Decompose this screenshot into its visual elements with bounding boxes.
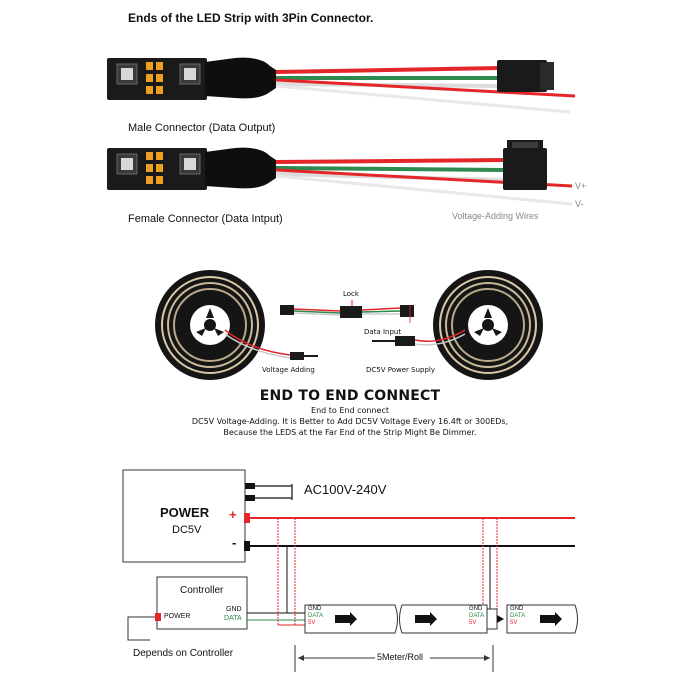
end-to-end-line3: Because the LEDS at the Far End of the S… [223, 428, 477, 437]
right-reel [433, 270, 543, 380]
controller-power-port: POWER [164, 613, 191, 620]
dc5v-supply-label: DC5V Power Supply [366, 366, 435, 374]
controller-data-label: DATA [224, 615, 242, 622]
strip2-data: DATA [469, 613, 485, 619]
minus-label: - [232, 535, 237, 550]
male-connector-illustration [107, 57, 576, 114]
strip3-5v: 5V [510, 620, 518, 626]
end-to-end-heading: END TO END CONNECT [259, 388, 441, 404]
v-minus-label: V- [575, 199, 584, 209]
strip3-gnd: GND [510, 606, 524, 612]
strip2-5v: 5V [469, 620, 477, 626]
left-reel [155, 270, 265, 380]
female-connector-label: Female Connector (Data Intput) [128, 213, 283, 225]
controller-gnd-label: GND [226, 606, 242, 613]
strip2-pins: GND DATA 5V [469, 606, 484, 627]
strip1-pins: GND DATA 5V [308, 606, 323, 627]
strip3-pins: GND DATA 5V [510, 606, 525, 627]
wiring-diagram [122, 469, 578, 672]
page-title: Ends of the LED Strip with 3Pin Connecto… [128, 11, 374, 25]
voltage-adding-label: Voltage Adding [262, 366, 315, 374]
end-to-end-wires [224, 300, 466, 360]
power-title: POWER [160, 505, 210, 520]
end-to-end-line2: DC5V Voltage-Adding. It is Better to Add… [191, 417, 509, 426]
controller-title: Controller [180, 585, 224, 596]
power-subtitle: DC5V [172, 524, 202, 536]
voltage-wires-label: Voltage-Adding Wires [452, 211, 539, 221]
strip3-data: DATA [510, 613, 526, 619]
strip1-5v: 5V [308, 620, 316, 626]
female-connector-illustration [107, 140, 573, 206]
data-input-label: Data Input [364, 328, 402, 336]
strip2-gnd: GND [469, 606, 483, 612]
strip1-data: DATA [308, 613, 324, 619]
v-plus-label: V+ [575, 181, 587, 191]
plus-label: + [229, 507, 237, 522]
male-connector-label: Male Connector (Data Output) [128, 122, 276, 134]
depends-label: Depends on Controller [133, 648, 234, 659]
lock-label: Lock [343, 290, 359, 298]
ac-voltage-label: AC100V-240V [304, 482, 387, 497]
end-to-end-line1: End to End connect [311, 406, 389, 415]
length-label: 5Meter/Roll [377, 652, 424, 662]
strip1-gnd: GND [308, 606, 322, 612]
